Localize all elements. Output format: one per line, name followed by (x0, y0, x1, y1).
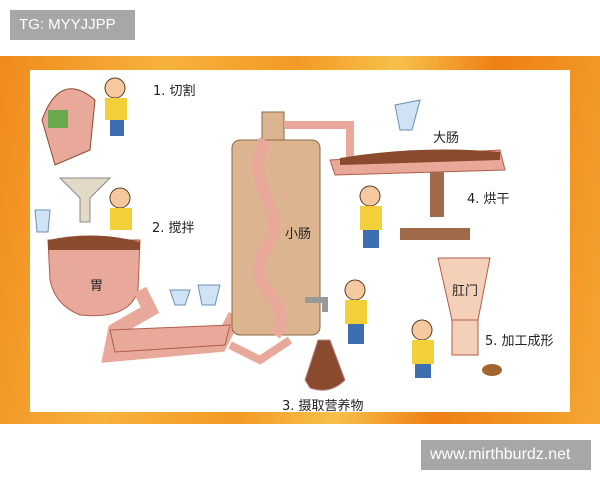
stomach (47, 239, 141, 317)
step-3-label: 3. 摄取营养物 (282, 398, 364, 412)
step-2-label: 2. 搅拌 (152, 220, 195, 236)
stomach-label: 胃 (90, 279, 103, 294)
mouth-machine (41, 88, 96, 166)
flask (304, 339, 346, 391)
watermark-bottom-right: www.mirthburdz.net (421, 440, 591, 470)
output-shape (482, 364, 502, 376)
boy-tap (344, 279, 367, 344)
step-1-label: 1. 切割 (153, 83, 196, 99)
cup-icon (197, 284, 221, 306)
drying-tray (400, 228, 470, 240)
large-intestine-label: 大肠 (433, 131, 459, 146)
small-intestine-label: 小肠 (285, 227, 311, 242)
boy-stirring (109, 187, 132, 230)
digestion-illustration: 1. 切割 2. 搅拌 胃 小肠 3. 摄取营养物 大肠 4. 烘干 肛门 (34, 77, 554, 412)
step-4-label: 4. 烘干 (467, 192, 510, 207)
tower-top (261, 111, 285, 141)
cup-icon (394, 99, 421, 131)
tap (305, 297, 328, 312)
boy-fan (359, 185, 382, 248)
boy-cutting (104, 77, 127, 136)
cup-icon (169, 289, 191, 306)
boy-shaping (411, 319, 434, 378)
watermark-top-left: TG: MYYJJPP (10, 10, 135, 40)
step-5-label: 5. 加工成形 (485, 334, 554, 349)
illustration-panel: 1. 切割 2. 搅拌 胃 小肠 3. 摄取营养物 大肠 4. 烘干 肛门 (30, 70, 570, 412)
funnel (58, 177, 112, 223)
cup-icon (34, 209, 51, 233)
anus-label: 肛门 (452, 284, 478, 299)
